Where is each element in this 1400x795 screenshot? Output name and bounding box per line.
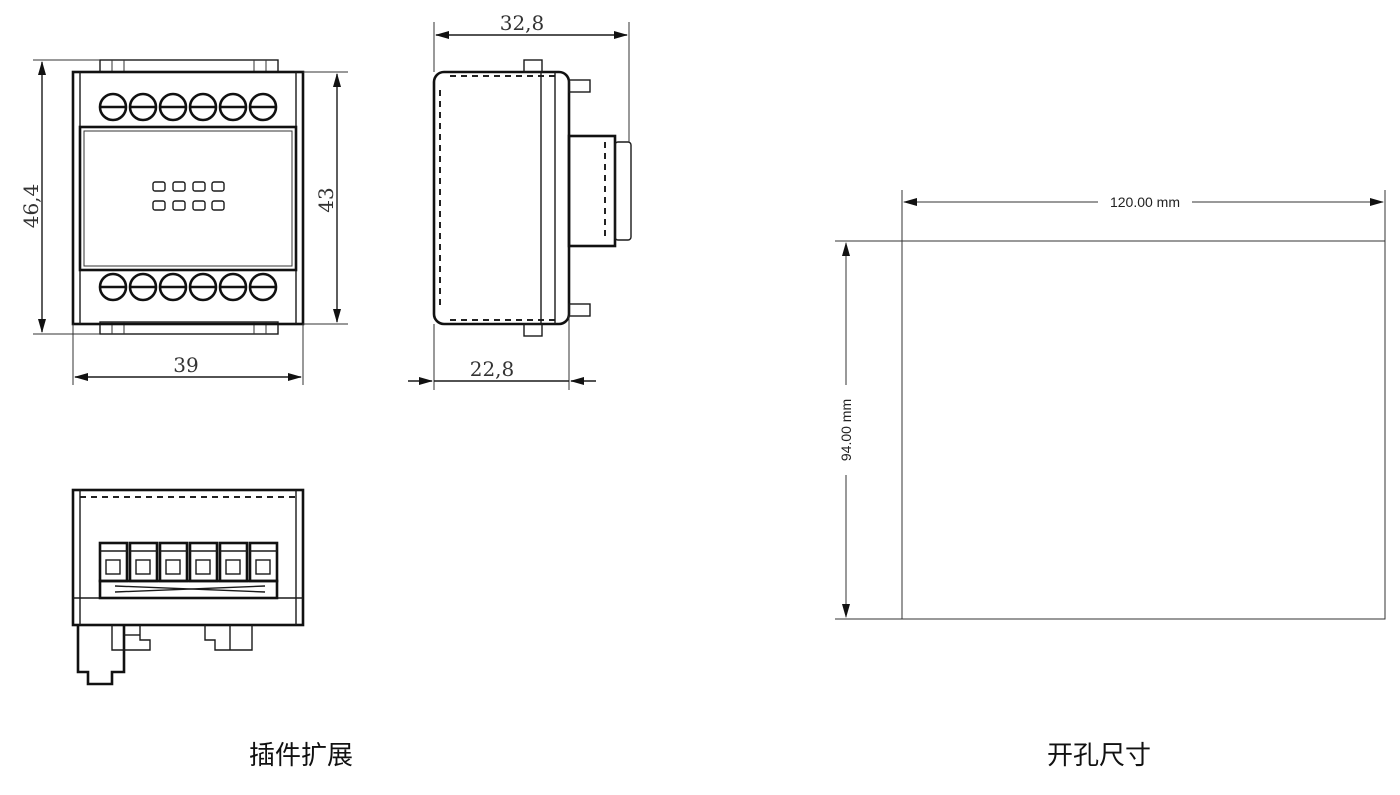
side-view: 32,8 22,8 (408, 11, 632, 390)
rail-clip-left (76, 625, 126, 686)
bottom-view (71, 488, 305, 686)
caption-plugin-extension: 插件扩展 (249, 741, 354, 771)
front-body (71, 70, 305, 326)
cutout-drawing: 120.00 mm 94.00 mm (835, 190, 1386, 620)
cutout-width-label: 120.00 mm (1110, 194, 1180, 210)
caption-cutout-size: 开孔尺寸 (1047, 741, 1152, 771)
dim-depth-body: 22,8 (470, 357, 515, 381)
dim-width: 39 (173, 353, 198, 377)
cutout-rect (901, 240, 1386, 620)
label-window (78, 125, 298, 272)
bottom-body (71, 488, 305, 627)
top-terminal-screws (98, 92, 278, 122)
dim-outer-height: 46,4 (19, 184, 43, 229)
top-clip (99, 59, 279, 73)
bottom-clip (99, 321, 279, 335)
rail-connector (567, 134, 617, 248)
dim-inner-height: 43 (314, 187, 338, 212)
side-body (432, 70, 571, 326)
dim-depth-total: 32,8 (500, 11, 545, 35)
led-indicators (152, 181, 225, 211)
bottom-terminal-screws (98, 272, 278, 302)
front-view: 46,4 43 39 (19, 59, 348, 385)
plug-terminals (98, 541, 279, 600)
cutout-height-label: 94.00 mm (838, 399, 854, 461)
